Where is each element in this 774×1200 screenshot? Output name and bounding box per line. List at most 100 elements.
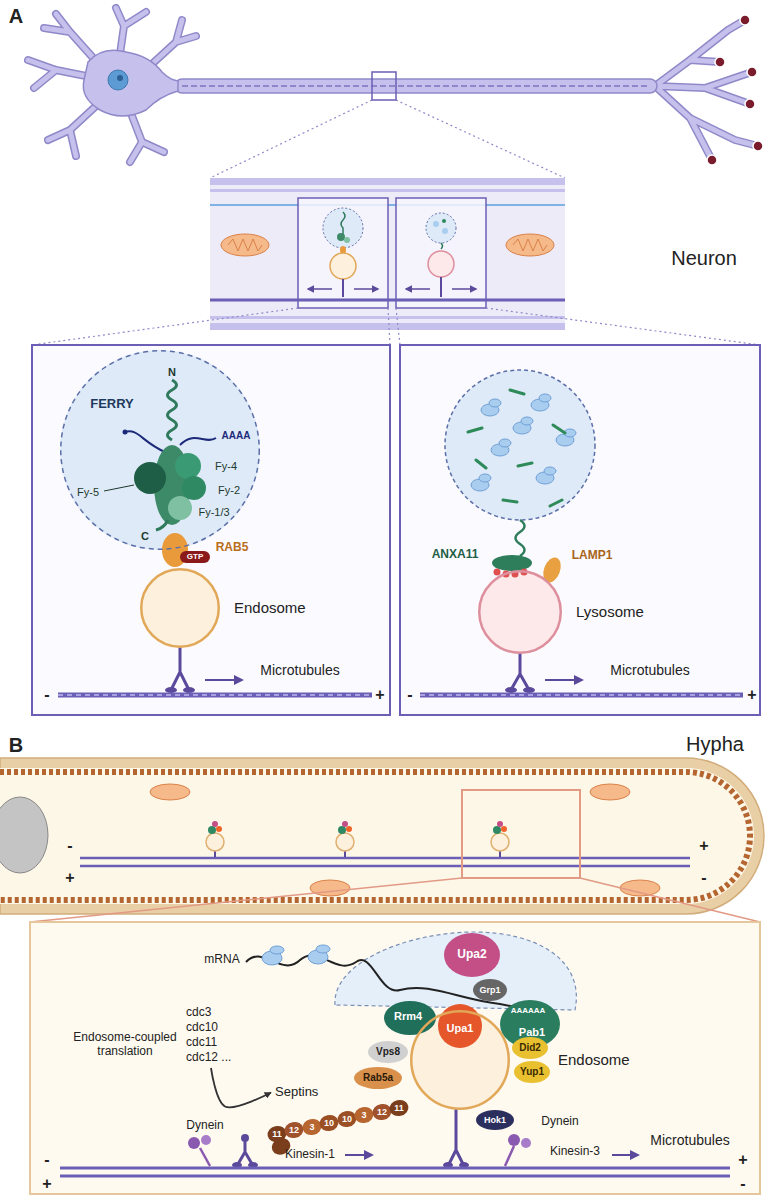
hypha-zoom-panel <box>60 1175 730 1178</box>
ferry-panel <box>60 350 260 550</box>
ferry-panel <box>104 485 134 491</box>
protein-label: Rrm4 <box>394 1010 422 1023</box>
polarity-sign: + <box>699 837 708 855</box>
polarity-sign: - <box>701 869 706 887</box>
structure-label: Microtubules <box>260 662 339 678</box>
hypha-zoom-panel <box>514 1061 550 1083</box>
hypha-figure <box>620 880 660 896</box>
septin-number: 12 <box>377 1107 387 1117</box>
annexin-panel <box>521 417 533 425</box>
hypha-zoom-panel <box>336 1109 358 1129</box>
axon-zoom <box>221 234 269 256</box>
subunit-label: Fy-5 <box>77 486 99 499</box>
gtp-label: GTP <box>187 552 203 561</box>
hypha-zoom-panel <box>345 1154 372 1156</box>
hypha-figure <box>208 826 216 834</box>
hypha-zoom-panel <box>266 1124 288 1144</box>
septin-label-box: Septins <box>275 1085 318 1100</box>
hypha-zoom-panel <box>270 946 284 954</box>
polarity-sign: + <box>42 1175 51 1193</box>
structure-label: Microtubules <box>610 662 689 678</box>
ferry-panel <box>168 496 192 520</box>
ferry-panel <box>183 687 195 693</box>
neuron-figure <box>108 70 128 90</box>
septin-number: 10 <box>342 1114 352 1124</box>
axon-zoom <box>441 243 443 249</box>
neuron-figure <box>715 57 725 67</box>
annexin-panel <box>516 520 525 556</box>
polarity-sign: + <box>738 1151 747 1169</box>
axon-zoom <box>433 221 439 227</box>
axon-zoom <box>32 308 298 345</box>
protein-label: Pab1 <box>519 1026 545 1039</box>
protein-label: Upa1 <box>447 1022 474 1035</box>
hypha-figure <box>0 772 750 900</box>
protein-label: Did2 <box>519 1042 541 1054</box>
hypha-figure <box>206 833 509 851</box>
protein-label: Hok1 <box>484 1115 506 1125</box>
hypha-figure <box>80 857 690 860</box>
protein-label: Upa2 <box>457 948 486 962</box>
lysosome: Lysosome <box>478 570 562 654</box>
rnp-granule-outline <box>60 350 260 550</box>
axon-zoom <box>298 198 388 308</box>
axon-zoom <box>210 323 565 330</box>
axon-zoom <box>513 239 547 251</box>
structure-label: Microtubules <box>650 1132 729 1148</box>
axon-zoom <box>396 308 400 345</box>
hypha-zoom-panel <box>188 1137 200 1149</box>
neuron-figure <box>753 141 763 151</box>
axon-zoom <box>210 299 565 302</box>
panel-title: Hypha <box>686 733 744 756</box>
polarity-sign: - <box>44 1151 49 1169</box>
annexin-panel <box>512 654 528 688</box>
polarity-sign: - <box>67 837 72 855</box>
axon-zoom <box>388 308 390 345</box>
hypha-figure <box>580 878 760 922</box>
hypha-zoom-panel <box>318 1113 340 1133</box>
annexin-panel <box>494 569 501 576</box>
protein-label: ANXA11 <box>432 548 479 562</box>
ferry-panel <box>32 345 390 715</box>
subunit-label: Fy-2 <box>218 484 240 497</box>
mrna-list: cdc3 cdc10 cdc11 cdc12 ... <box>186 1005 236 1065</box>
hypha-zoom-panel <box>449 1110 463 1164</box>
neuron-figure <box>740 15 750 25</box>
hypha-figure <box>344 851 346 857</box>
endosome-outline <box>141 569 219 647</box>
motor-label: Kinesin-3 <box>550 1145 600 1159</box>
protein-label: Vps8 <box>376 1046 400 1058</box>
ferry-panel <box>58 693 372 698</box>
translation-arrow <box>211 1068 271 1107</box>
polarity-sign: + <box>65 869 74 887</box>
hypha-figure <box>206 833 224 851</box>
neuron-figure <box>28 8 196 162</box>
axon-zoom <box>342 279 344 297</box>
ferry-panel <box>205 679 242 681</box>
septin-number: 11 <box>272 1129 282 1139</box>
hypha-figure <box>342 821 348 827</box>
hypha-figure <box>501 826 507 832</box>
ferry-panel <box>123 430 128 435</box>
septin-number: 12 <box>289 1125 299 1135</box>
annexin-panel <box>544 467 556 475</box>
neuron-figure <box>747 67 757 77</box>
hypha-figure <box>497 821 503 827</box>
hypha-figure <box>80 865 690 868</box>
axon-zoom <box>341 212 345 234</box>
endosome-outline <box>411 1011 509 1109</box>
axon-zoom <box>442 228 448 234</box>
node-label: Lysosome <box>576 603 644 620</box>
axon-zoom <box>210 178 565 185</box>
neuron-figure <box>28 8 758 162</box>
neuron-figure <box>655 20 758 160</box>
annexin-panel <box>468 390 565 506</box>
hypha-zoom-panel <box>201 1135 211 1145</box>
hypha-zoom-panel <box>335 932 576 1010</box>
hypha-figure <box>216 826 222 832</box>
hypha-zoom-panel <box>316 945 330 953</box>
axon-zoom <box>440 277 442 297</box>
hypha-zoom-panel <box>262 945 330 965</box>
motor-label: Dynein <box>186 1119 223 1133</box>
